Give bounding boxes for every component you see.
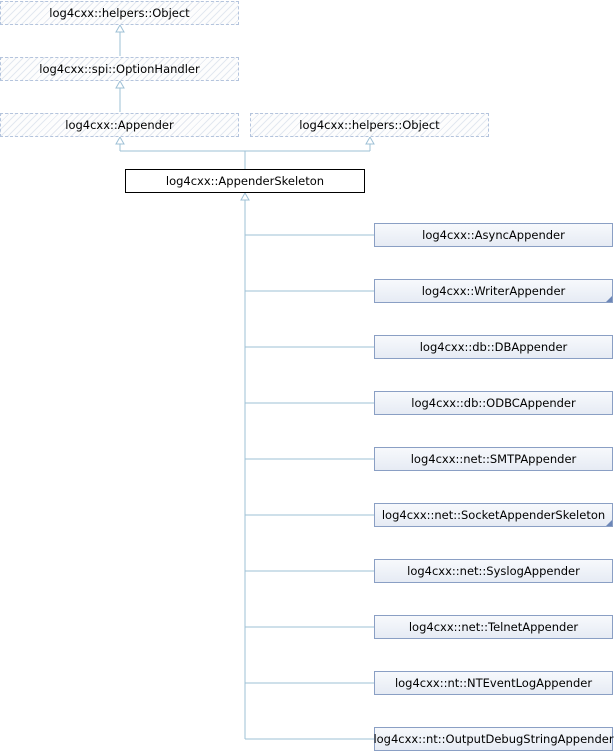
inheritance-arrow <box>115 23 125 33</box>
class-derived[interactable]: log4cxx::nt::OutputDebugStringAppender <box>373 727 614 751</box>
class-label: log4cxx::AsyncAppender <box>422 228 565 242</box>
class-derived[interactable]: log4cxx::net::SMTPAppender <box>374 447 613 471</box>
inheritance-arrow <box>365 135 375 145</box>
class-appenderskeleton: log4cxx::AppenderSkeleton <box>125 169 365 193</box>
class-derived[interactable]: log4cxx::db::DBAppender <box>374 335 613 359</box>
inheritance-arrow <box>115 135 125 145</box>
class-derived[interactable]: log4cxx::nt::NTEventLogAppender <box>374 671 613 695</box>
class-label: log4cxx::spi::OptionHandler <box>39 62 200 76</box>
inheritance-arrow <box>240 191 250 201</box>
class-label: log4cxx::net::SMTPAppender <box>410 452 577 466</box>
class-derived[interactable]: log4cxx::net::SyslogAppender <box>374 559 613 583</box>
class-label: log4cxx::Appender <box>65 118 174 132</box>
class-appender[interactable]: log4cxx::Appender <box>0 113 239 137</box>
class-spi-optionhandler[interactable]: log4cxx::spi::OptionHandler <box>0 57 239 81</box>
class-label: log4cxx::nt::NTEventLogAppender <box>394 676 593 690</box>
class-label: log4cxx::WriterAppender <box>421 284 566 298</box>
class-label: log4cxx::AppenderSkeleton <box>165 174 325 188</box>
class-label: log4cxx::net::TelnetAppender <box>408 620 579 634</box>
class-label: log4cxx::nt::OutputDebugStringAppender <box>373 732 614 746</box>
class-label: log4cxx::db::ODBCAppender <box>411 396 576 410</box>
class-label: log4cxx::net::SocketAppenderSkeleton <box>381 508 606 522</box>
class-derived[interactable]: log4cxx::db::ODBCAppender <box>374 391 613 415</box>
more-subclasses-corner-icon <box>606 296 612 302</box>
class-helpers-object-right[interactable]: log4cxx::helpers::Object <box>250 113 489 137</box>
class-label: log4cxx::helpers::Object <box>49 6 190 20</box>
class-derived[interactable]: log4cxx::WriterAppender <box>374 279 613 303</box>
class-derived[interactable]: log4cxx::net::SocketAppenderSkeleton <box>374 503 613 527</box>
class-label: log4cxx::helpers::Object <box>299 118 440 132</box>
class-derived[interactable]: log4cxx::net::TelnetAppender <box>374 615 613 639</box>
class-helpers-object-top[interactable]: log4cxx::helpers::Object <box>0 1 239 25</box>
class-label: log4cxx::db::DBAppender <box>419 340 568 354</box>
more-subclasses-corner-icon <box>606 520 612 526</box>
class-label: log4cxx::net::SyslogAppender <box>407 564 580 578</box>
class-derived[interactable]: log4cxx::AsyncAppender <box>374 223 613 247</box>
inheritance-arrow <box>115 79 125 89</box>
